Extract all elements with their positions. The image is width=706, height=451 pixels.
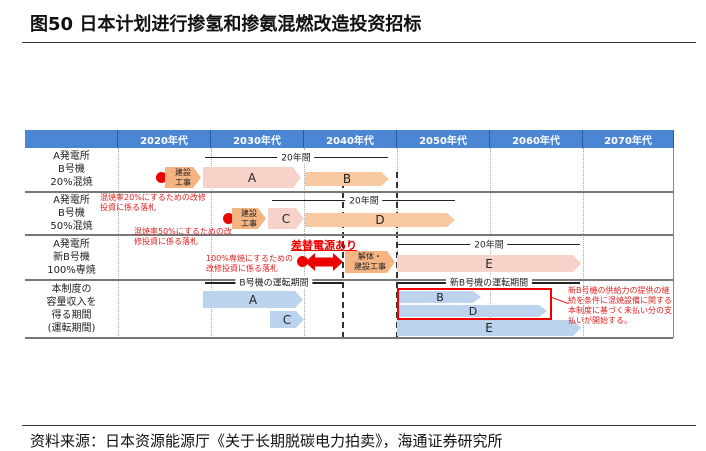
bar-E: E xyxy=(397,320,581,336)
bar-D: D xyxy=(399,305,547,317)
replacement-label: 差替電源あり xyxy=(291,239,357,252)
bar-B: B xyxy=(399,291,481,303)
bid-dot xyxy=(297,256,308,267)
bar-A: A xyxy=(203,291,303,308)
figure-title: 图50 日本计划进行掺氢和掺氨混燃改造投资招标 xyxy=(30,14,422,35)
row-label: A発電所 新B号機 100%専焼 xyxy=(47,239,96,276)
bid-dot xyxy=(156,172,167,183)
bar-D: D xyxy=(305,213,455,227)
period-label: 20年間 xyxy=(345,193,383,207)
construction-bar: 建設 工事 xyxy=(165,167,201,188)
bar-C: C xyxy=(268,208,304,229)
period-label: 20年間 xyxy=(277,150,315,164)
header-2060: 2060年代 xyxy=(490,130,583,148)
row-label: A発電所 B号機 20%混焼 xyxy=(50,151,93,188)
bid-dot xyxy=(223,213,234,224)
divider xyxy=(22,42,696,43)
header-2070: 2070年代 xyxy=(583,130,674,148)
note-box: 新B号機の供給力の提供の継続を条件に混焼設備に関する本制度に基づく未払い分の支払… xyxy=(568,286,672,325)
b-period-label: B号機の運転期間 xyxy=(235,275,313,289)
row-label: A発電所 B号機 50%混焼 xyxy=(50,194,93,232)
double-arrow-icon xyxy=(305,253,343,271)
newb-period-label: 新B号機の運転期間 xyxy=(445,275,533,289)
bar-C: C xyxy=(270,311,304,328)
row-label: 本制度の 容量収入を 得る期間 (運転期間) xyxy=(46,284,97,334)
divider xyxy=(22,425,696,426)
dashed-marker xyxy=(342,172,344,338)
header-2050: 2050年代 xyxy=(397,130,490,148)
note-50: 混焼率50%にするための改修投資に係る落札 xyxy=(134,227,232,246)
header-2030: 2030年代 xyxy=(211,130,304,148)
bar-B: B xyxy=(305,172,389,186)
highlight-box xyxy=(397,288,552,320)
source-note: 资料来源：日本资源能源厅《关于长期脱碳电力拍卖》，海通证券研究所 xyxy=(30,432,503,450)
bar-E: E xyxy=(397,255,581,272)
header-2040: 2040年代 xyxy=(304,130,397,148)
demolition-bar: 解体・ 建設工事 xyxy=(345,251,395,273)
period-label: 20年間 xyxy=(470,237,508,251)
header-2020: 2020年代 xyxy=(118,130,211,148)
note-20: 混焼率20%にするための改修投資に係る落札 xyxy=(100,193,206,212)
note-100: 100%専焼にするための改修投資に係る落札 xyxy=(206,254,293,273)
bar-A: A xyxy=(203,167,301,188)
construction-bar: 建設 工事 xyxy=(232,208,266,229)
